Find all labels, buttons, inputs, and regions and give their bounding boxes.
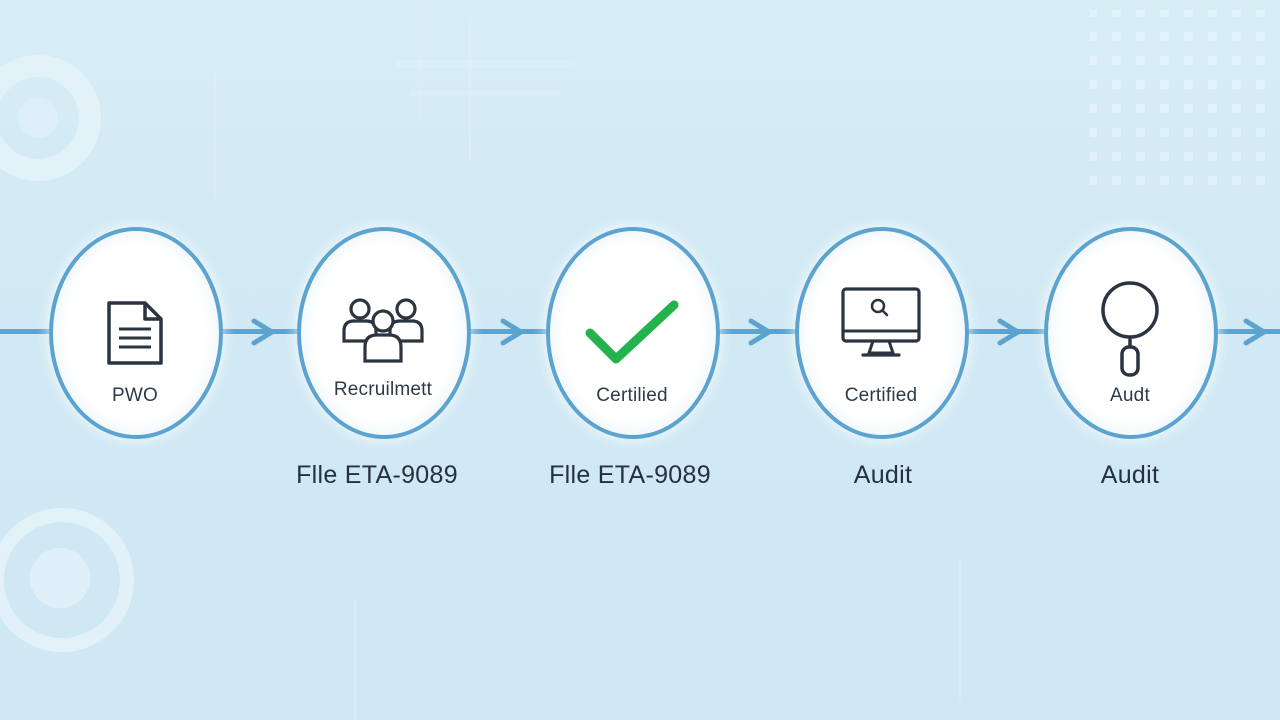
checkmark-icon <box>585 300 679 364</box>
step-circle <box>49 227 223 439</box>
monitor-search-icon <box>841 287 921 357</box>
arrow-right-icon <box>997 318 1021 346</box>
document-icon <box>107 301 163 365</box>
step-circle <box>297 227 471 439</box>
arrow-right-icon <box>500 318 524 346</box>
step-label: PWO <box>112 385 158 406</box>
flow-step-recruitment: Recruilmett <box>297 227 471 439</box>
step-label: Certilied <box>596 385 668 406</box>
flow-step-certified-review: Certified <box>795 227 969 439</box>
magnifier-icon <box>1101 281 1159 377</box>
step-caption: Audit <box>1100 461 1160 489</box>
people-group-icon <box>342 298 424 363</box>
step-circle <box>1044 227 1218 439</box>
step-label: Recruilmett <box>333 379 433 400</box>
step-caption: Audit <box>853 461 913 489</box>
step-circle <box>546 227 720 439</box>
flow-step-pwo: PWO <box>49 227 223 439</box>
step-label: Audt <box>1110 385 1150 406</box>
ring-decoration-icon <box>0 508 134 652</box>
step-circle <box>795 227 969 439</box>
step-label: Certified <box>844 385 918 406</box>
step-caption: Flle ETA-9089 <box>296 461 458 489</box>
step-caption: Flle ETA-9089 <box>549 461 711 489</box>
gear-decoration-icon <box>0 55 101 181</box>
arrow-right-icon <box>251 318 275 346</box>
dot-grid-decoration <box>1090 10 1280 200</box>
flow-step-audit: Audt <box>1044 227 1218 439</box>
arrow-right-icon <box>748 318 772 346</box>
arrow-right-icon <box>1243 318 1267 346</box>
flow-step-certified: Certilied <box>546 227 720 439</box>
